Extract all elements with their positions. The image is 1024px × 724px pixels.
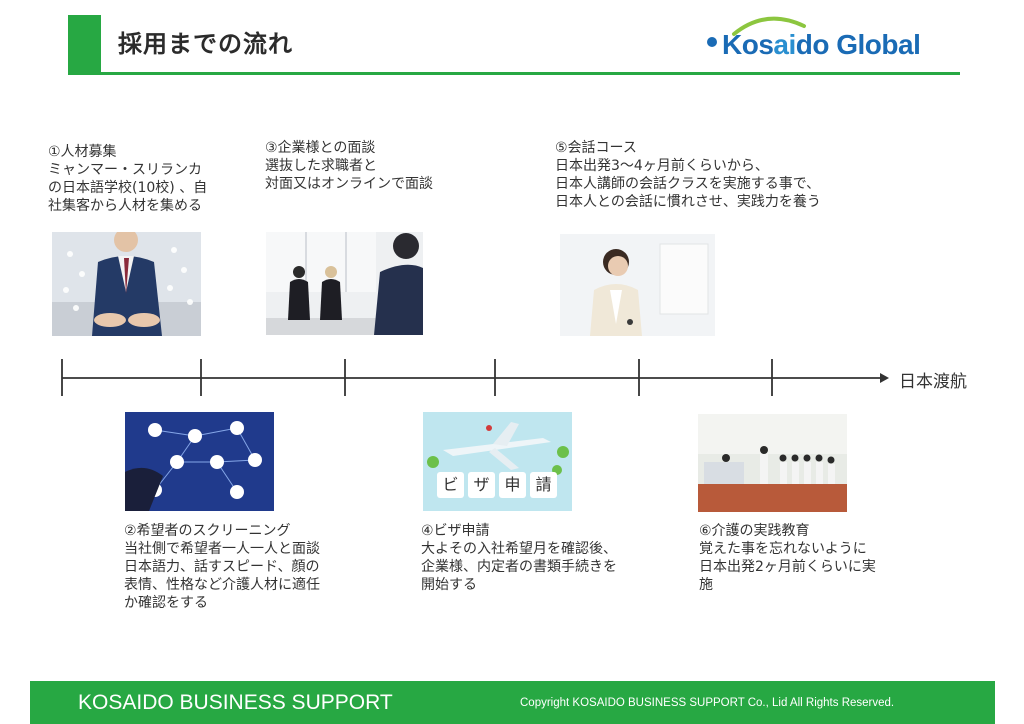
screening-photo (125, 412, 274, 511)
title-underline (68, 72, 960, 75)
timeline-arrowhead (880, 373, 889, 383)
care-training-photo (698, 414, 847, 512)
step-3-text: ③企業様との面談 選抜した求職者と 対面又はオンラインで面談 (265, 140, 433, 192)
step-5-text: ⑤会話コース 日本出発3～4ヶ月前くらいから、 日本人講師の会話クラスを実施する… (555, 140, 821, 210)
title-accent-bar (68, 15, 101, 73)
visa-char-tiles: ビ ザ 申 請 (437, 472, 557, 498)
interview-photo (266, 232, 423, 335)
step-4-text: ④ビザ申請 大よその入社希望月を確認後、 企業様、内定者の書類手続きを 開始する (421, 523, 617, 593)
timeline (61, 359, 889, 396)
visa-application-photo: ビ ザ 申 請 (423, 412, 572, 511)
step-6-text: ⑥介護の実践教育 覚えた事を忘れないように 日本出発2ヶ月前くらいに実 施 (699, 523, 876, 593)
logo-wordmark: Kosaido Global (722, 29, 921, 60)
timeline-end-label: 日本渡航 (899, 372, 967, 392)
step-1-text: ①人材募集 ミャンマー・スリランカ の日本語学校(10校) 、自 社集客から人材… (48, 144, 208, 214)
recruitment-photo (52, 232, 201, 336)
logo-arc (707, 16, 806, 47)
conversation-class-photo (560, 234, 715, 336)
footer-brand: KOSAIDO BUSINESS SUPPORT (78, 691, 393, 714)
page-title: 採用までの流れ (118, 30, 293, 58)
footer: KOSAIDO BUSINESS SUPPORT Copyright KOSAI… (30, 681, 995, 724)
step-2-text: ②希望者のスクリーニング 当社側で希望者一人一人と面談 日本語力、話すスピード、… (124, 523, 320, 611)
kosaido-global-logo: Kosaido Global (704, 12, 960, 62)
footer-copyright: Copyright KOSAIDO BUSINESS SUPPORT Co., … (520, 697, 895, 709)
